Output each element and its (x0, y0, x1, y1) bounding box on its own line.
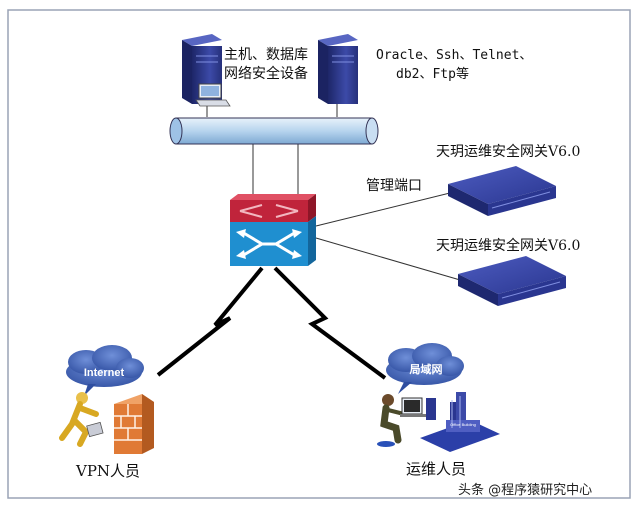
label-gateway-2: 天玥运维安全网关V6.0 (436, 237, 580, 254)
core-switch-icon (230, 194, 316, 266)
label-office-building: Office Building (450, 422, 476, 427)
server-icon-left (182, 34, 231, 107)
wan-link-bolt-right (273, 266, 387, 380)
label-gateway-1: 天玥运维安全网关V6.0 (436, 143, 580, 160)
label-ops-user: 运维人员 (406, 460, 466, 478)
link-switch-gateway2 (315, 237, 468, 283)
link-switch-gateway1 (315, 190, 459, 227)
label-protocols-line2: db2、Ftp等 (396, 66, 469, 82)
lan-cloud-icon (386, 343, 464, 394)
diagram-frame (7, 9, 631, 499)
label-management-port: 管理端口 (366, 178, 422, 194)
office-building-icon (446, 392, 480, 432)
watermark-text: 头条 @程序猿研究中心 (458, 482, 592, 498)
server-icon-right (318, 34, 358, 104)
label-host-db-line2: 网络安全设备 (224, 65, 308, 82)
security-gateway-1-icon (448, 166, 556, 216)
security-gateway-2-icon (458, 256, 566, 306)
ops-user-workstation-icon (377, 394, 500, 452)
vpn-user-person-icon (59, 392, 104, 447)
firewall-icon (114, 394, 154, 454)
network-bus (169, 117, 379, 145)
label-internet-cloud: Internet (84, 367, 125, 379)
internet-cloud-icon (66, 345, 144, 396)
label-lan-cloud: 局域网 (409, 362, 443, 376)
label-vpn-user: VPN人员 (75, 462, 140, 480)
label-host-db-line1: 主机、数据库 (224, 47, 308, 63)
label-protocols-line1: Oracle、Ssh、Telnet、 (376, 48, 532, 63)
wan-link-bolt-left (156, 266, 264, 377)
